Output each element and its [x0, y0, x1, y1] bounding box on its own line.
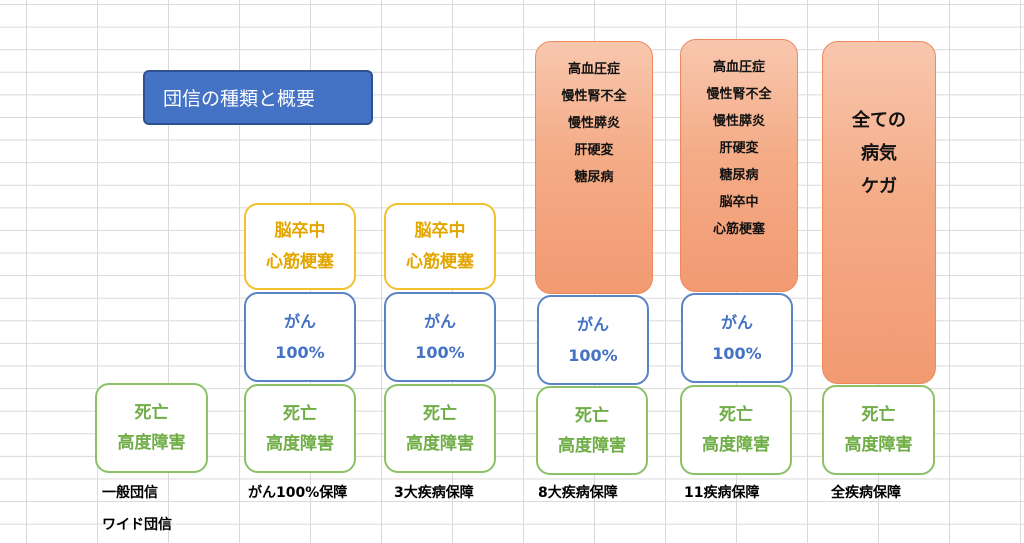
label-three: 3大疾病保障: [394, 485, 474, 501]
cancer-box-cancer100: がん 100%: [244, 292, 356, 382]
label-eleven: 11疾病保障: [684, 485, 760, 501]
label-wide: ワイド団信: [102, 517, 172, 533]
death-disability-box-three: 死亡 高度障害: [384, 384, 496, 473]
label-all: 全疾病保障: [831, 485, 901, 501]
death-disability-box-eleven: 死亡 高度障害: [680, 385, 792, 475]
death-disability-box-all: 死亡 高度障害: [822, 385, 935, 475]
seven-diseases-box-eight: 高血圧症 慢性腎不全 慢性膵炎 肝硬変 糖尿病: [535, 41, 653, 294]
death-disability-box-eight: 死亡 高度障害: [536, 386, 648, 475]
diagram-title: 団信の種類と概要: [143, 70, 373, 125]
eleven-diseases-box: 高血圧症 慢性腎不全 慢性膵炎 肝硬変 糖尿病 脳卒中 心筋梗塞: [680, 39, 798, 292]
stroke-mi-box-cancer100: 脳卒中 心筋梗塞: [244, 203, 356, 290]
death-disability-box-cancer100: 死亡 高度障害: [244, 384, 356, 473]
label-cancer100: がん100%保障: [248, 485, 348, 501]
death-disability-box-general: 死亡 高度障害: [95, 383, 208, 473]
all-diseases-box: 全ての 病気 ケガ: [822, 41, 936, 384]
cancer-box-three: がん 100%: [384, 292, 496, 382]
label-eight: 8大疾病保障: [538, 485, 618, 501]
label-general: 一般団信: [102, 485, 158, 501]
cancer-box-eight: がん 100%: [537, 295, 649, 385]
cancer-box-eleven: がん 100%: [681, 293, 793, 383]
stroke-mi-box-three: 脳卒中 心筋梗塞: [384, 203, 496, 290]
